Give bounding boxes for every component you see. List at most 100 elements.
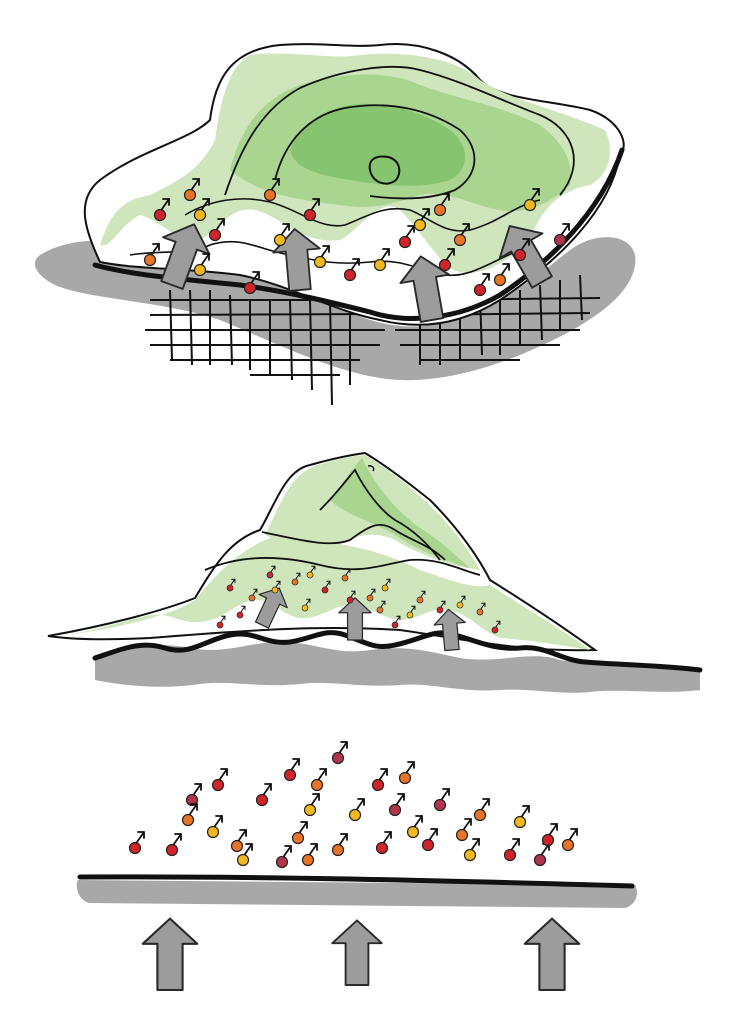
particle-dot-with-arrow-icon xyxy=(236,843,253,867)
peak-ground-shadow xyxy=(95,641,700,693)
particle-dot-with-arrow-icon xyxy=(476,602,486,616)
particle-dot-with-arrow-icon xyxy=(165,833,182,857)
peak-base-line xyxy=(92,630,703,673)
dome-green-inner xyxy=(290,103,465,186)
particle-dot-with-arrow-icon xyxy=(211,768,228,792)
particle-dot-with-arrow-icon xyxy=(343,258,360,282)
particle-dot-with-arrow-icon xyxy=(503,838,520,862)
particle-dot-with-arrow-icon xyxy=(436,600,446,614)
dome-grid-lines xyxy=(145,274,601,406)
dome-particles xyxy=(143,178,570,297)
peak-particles xyxy=(216,565,501,634)
particle-dot-with-arrow-icon xyxy=(313,245,330,269)
particle-dot-with-arrow-icon xyxy=(455,818,472,842)
particle-dot-with-arrow-icon xyxy=(541,823,558,847)
particle-dot-with-arrow-icon xyxy=(421,828,438,852)
particle-dot-with-arrow-icon xyxy=(303,198,320,222)
particle-dot-with-arrow-icon xyxy=(513,805,530,829)
particle-dot-with-arrow-icon xyxy=(128,831,145,855)
particle-dot-with-arrow-icon xyxy=(373,248,390,272)
particle-dot-with-arrow-icon xyxy=(433,193,450,217)
up-arrow-icon xyxy=(331,919,383,986)
particle-dot-with-arrow-icon xyxy=(346,590,356,604)
particle-dot-with-arrow-icon xyxy=(381,578,391,592)
particle-dot-with-arrow-icon xyxy=(433,788,450,812)
particle-dot-with-arrow-icon xyxy=(291,821,308,845)
particle-dot-with-arrow-icon xyxy=(473,273,490,297)
particle-dot-with-arrow-icon xyxy=(533,843,550,867)
particle-dot-with-arrow-icon xyxy=(375,831,392,855)
particle-dot-with-arrow-icon xyxy=(310,768,327,792)
particle-dot-with-arrow-icon xyxy=(398,761,415,785)
peak-green-shade xyxy=(330,458,470,568)
particle-dot-with-arrow-icon xyxy=(183,178,200,202)
particle-dot-with-arrow-icon xyxy=(413,208,430,232)
dome-mid-profile xyxy=(184,198,541,232)
particle-dot-with-arrow-icon xyxy=(263,178,280,202)
particle-dot-with-arrow-icon xyxy=(366,588,376,602)
dome-contour-line-2 xyxy=(274,104,476,200)
particle-dot-with-arrow-icon xyxy=(438,248,455,272)
particle-dot-with-arrow-icon xyxy=(456,595,466,609)
particle-dot-with-arrow-icon xyxy=(398,225,415,249)
particle-dot-with-arrow-icon xyxy=(371,768,388,792)
peak-ridge-line-2 xyxy=(319,468,441,561)
particle-dot-with-arrow-icon xyxy=(331,741,348,765)
particle-dot-with-arrow-icon xyxy=(553,223,570,247)
particle-dot-with-arrow-icon xyxy=(321,580,331,594)
particle-dot-with-arrow-icon xyxy=(153,198,170,222)
particle-dot-with-arrow-icon xyxy=(491,620,501,634)
dome-panel xyxy=(35,43,636,406)
particle-dot-with-arrow-icon xyxy=(273,223,290,247)
particle-dot-with-arrow-icon xyxy=(303,793,320,817)
particle-dot-with-arrow-icon xyxy=(301,598,311,612)
peak-panel xyxy=(47,451,703,693)
particle-dot-with-arrow-icon xyxy=(473,798,490,822)
particle-dot-with-arrow-icon xyxy=(185,783,202,807)
up-arrow-icon xyxy=(141,917,199,992)
flat-particles xyxy=(128,741,578,869)
peak-summit-mark xyxy=(367,465,375,472)
flat-uplift-arrows xyxy=(141,917,581,992)
flat-base-line xyxy=(77,874,635,889)
peak-ridge-line-1 xyxy=(261,523,446,561)
particle-dot-with-arrow-icon xyxy=(208,218,225,242)
particle-dot-with-arrow-icon xyxy=(523,188,540,212)
particle-dot-with-arrow-icon xyxy=(255,783,272,807)
peak-ridge-line-3 xyxy=(204,557,481,576)
particle-dot-with-arrow-icon xyxy=(561,828,578,852)
particle-dot-with-arrow-icon xyxy=(416,590,426,604)
particle-dot-with-arrow-icon xyxy=(266,565,276,579)
dome-contour-line-1 xyxy=(224,66,575,196)
particle-dot-with-arrow-icon xyxy=(463,838,480,862)
flat-ground-shadow xyxy=(76,880,637,908)
particle-dot-with-arrow-icon xyxy=(406,815,423,839)
particle-dot-with-arrow-icon xyxy=(275,845,292,869)
dome-summit-contour xyxy=(368,155,401,185)
particle-dot-with-arrow-icon xyxy=(230,829,247,853)
particle-dot-with-arrow-icon xyxy=(388,793,405,817)
particle-dot-with-arrow-icon xyxy=(376,600,386,614)
up-arrow-icon xyxy=(523,917,581,992)
particle-dot-with-arrow-icon xyxy=(193,253,210,277)
particle-dot-with-arrow-icon xyxy=(193,198,210,222)
particle-dot-with-arrow-icon xyxy=(181,803,198,827)
particle-dot-with-arrow-icon xyxy=(406,605,416,619)
particle-dot-with-arrow-icon xyxy=(206,815,223,839)
particle-dot-with-arrow-icon xyxy=(301,843,318,867)
particle-dot-with-arrow-icon xyxy=(243,271,260,295)
particle-dot-with-arrow-icon xyxy=(248,588,258,602)
particle-dot-with-arrow-icon xyxy=(306,565,316,579)
particle-dot-with-arrow-icon xyxy=(513,238,530,262)
particle-dot-with-arrow-icon xyxy=(493,263,510,287)
particle-dot-with-arrow-icon xyxy=(341,568,351,582)
particle-dot-with-arrow-icon xyxy=(271,580,281,594)
flat-panel xyxy=(76,741,637,992)
particle-dot-with-arrow-icon xyxy=(348,798,365,822)
particle-dot-with-arrow-icon xyxy=(453,223,470,247)
particle-dot-with-arrow-icon xyxy=(331,833,348,857)
particle-dot-with-arrow-icon xyxy=(226,578,236,592)
particle-dot-with-arrow-icon xyxy=(143,243,160,267)
